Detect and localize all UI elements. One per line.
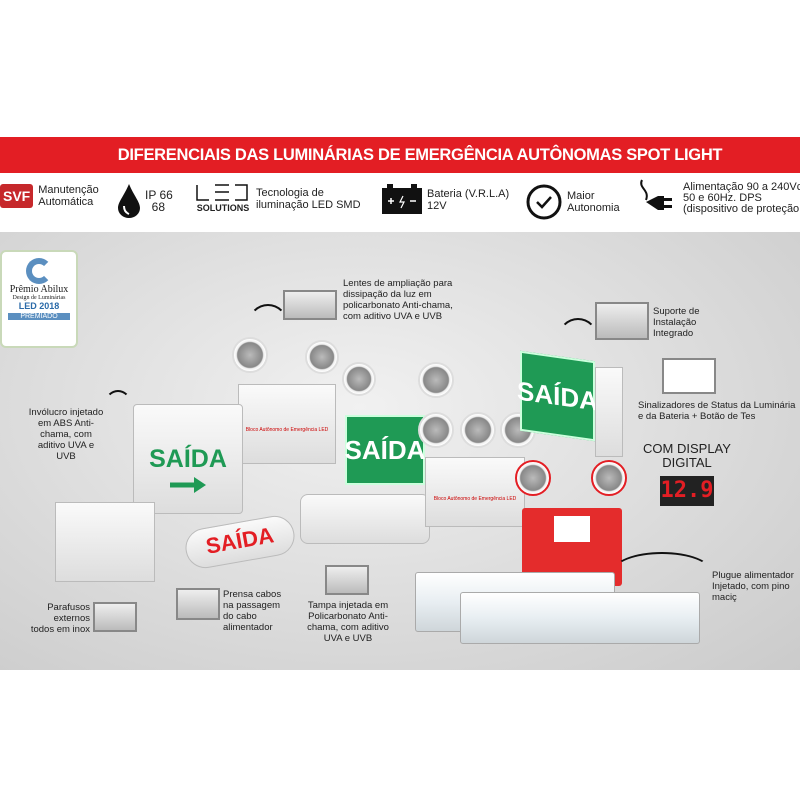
exit-sign-green: SAÍDA bbox=[345, 415, 425, 485]
note-suporte: Suporte de Instalação Integrado bbox=[653, 306, 700, 339]
banner-title: DIFERENCIAIS DAS LUMINÁRIAS DE EMERGÊNCI… bbox=[117, 145, 723, 164]
status-panel-thumb bbox=[662, 358, 716, 394]
title-banner: DIFERENCIAIS DAS LUMINÁRIAS DE EMERGÊNCI… bbox=[0, 137, 800, 173]
led-lamp-head bbox=[460, 412, 496, 448]
feature-text: Bateria (V.R.L.A) bbox=[427, 188, 510, 200]
emergency-block-3-heads: Bloco Autônomo de Emergência LED bbox=[425, 457, 525, 527]
cable-gland-thumb bbox=[176, 588, 220, 620]
feature-text: 12V bbox=[427, 200, 447, 212]
battery-icon bbox=[382, 184, 422, 214]
exit-sign-tube: SAÍDA bbox=[182, 512, 298, 572]
award-line: Prêmio Abilux bbox=[9, 284, 69, 295]
callout-arrow-icon bbox=[105, 390, 131, 416]
water-drop-icon bbox=[118, 184, 140, 218]
digital-display: 12.9 bbox=[660, 476, 714, 506]
emergency-block-white: Bloco Autônomo de Emergência LED bbox=[238, 384, 336, 464]
feature-text: Alimentação 90 a 240Vc bbox=[683, 180, 800, 193]
cover-thumb bbox=[325, 565, 369, 595]
feature-text: iluminação LED SMD bbox=[256, 199, 361, 211]
exit-sign-white: SAÍDA bbox=[133, 404, 243, 514]
product-label: Bloco Autônomo de Emergência LED bbox=[433, 496, 517, 502]
saida-text: SAÍDA bbox=[203, 522, 276, 559]
callout-arrow-icon bbox=[558, 318, 598, 358]
feature-text: Automática bbox=[38, 196, 94, 208]
saida-text: SAÍDA bbox=[517, 374, 598, 417]
product-showcase: Prêmio Abilux Design de Luminárias LED 2… bbox=[0, 232, 800, 670]
emergency-fluorescent-luminaire bbox=[460, 592, 700, 644]
led-solutions-text: SOLUTIONS bbox=[196, 203, 250, 213]
emergency-panel-led bbox=[55, 502, 155, 582]
support-detail-thumb bbox=[595, 302, 649, 340]
award-year: LED 2018 bbox=[18, 301, 60, 311]
feature-battery: Bateria (V.R.L.A)12V bbox=[382, 184, 509, 216]
power-plug-icon bbox=[640, 179, 672, 210]
feature-text: Autonomia bbox=[567, 202, 620, 214]
note-display: COM DISPLAY DIGITAL bbox=[643, 441, 731, 470]
saida-text: SAÍDA bbox=[149, 445, 227, 473]
exit-sign-side bbox=[595, 367, 623, 457]
exit-sign-green-box: SAÍDA bbox=[517, 350, 598, 442]
emergency-luminaire-slim bbox=[300, 494, 430, 544]
feature-text: Tecnologia de bbox=[256, 187, 324, 199]
led-lamp-head-red bbox=[591, 460, 627, 496]
award-badge: Prêmio Abilux Design de Luminárias LED 2… bbox=[0, 250, 78, 348]
led-lamp-head bbox=[418, 362, 454, 398]
abilux-logo-icon bbox=[26, 258, 52, 284]
feature-text: Manutenção bbox=[38, 184, 99, 196]
svf-badge-icon: SVF bbox=[0, 184, 34, 208]
status-panel bbox=[554, 516, 590, 542]
clock-icon bbox=[526, 184, 562, 220]
feature-text: (dispositivo de proteção bbox=[683, 202, 800, 215]
feature-text: IP 66 bbox=[145, 188, 173, 202]
feature-text: 50 e 60Hz. DPS bbox=[683, 191, 762, 204]
screws-thumb bbox=[93, 602, 137, 632]
callout-arrow-icon bbox=[612, 552, 712, 592]
note-involucro: Invólucro injetado em ABS Anti-chama, co… bbox=[28, 407, 104, 462]
led-lamp-head bbox=[418, 412, 454, 448]
note-prensa: Prensa cabos na passagem do cabo aliment… bbox=[223, 589, 282, 633]
led-lamp-head bbox=[342, 362, 376, 396]
saida-text: SAÍDA bbox=[344, 434, 426, 465]
note-tampa: Tampa injetada em Policarbonato Anti-cha… bbox=[307, 600, 389, 644]
feature-text: Maior bbox=[567, 190, 595, 202]
arrow-right-icon bbox=[170, 477, 206, 493]
lens-detail-thumb bbox=[283, 290, 337, 320]
product-label: Bloco Autônomo de Emergência LED bbox=[245, 427, 329, 433]
award-line: Design de Luminárias bbox=[12, 295, 66, 301]
note-lentes: Lentes de ampliação para dissipação da l… bbox=[343, 278, 453, 322]
led-logo-icon: SOLUTIONS bbox=[195, 184, 251, 214]
note-sinalizadores: Sinalizadores de Status da Luminária e d… bbox=[638, 400, 796, 422]
note-parafusos: Parafusos externos todos em inox bbox=[30, 602, 90, 635]
led-lamp-head-red bbox=[515, 460, 551, 496]
callout-arrow-icon bbox=[248, 304, 288, 344]
award-premiado: PREMIADO bbox=[8, 313, 70, 320]
feature-ip: IP 66 68 bbox=[118, 184, 173, 218]
feature-text: 68 bbox=[151, 200, 166, 214]
note-plugue: Plugue alimentador Injetado, com pino ma… bbox=[712, 570, 794, 603]
led-lamp-head bbox=[305, 340, 339, 374]
